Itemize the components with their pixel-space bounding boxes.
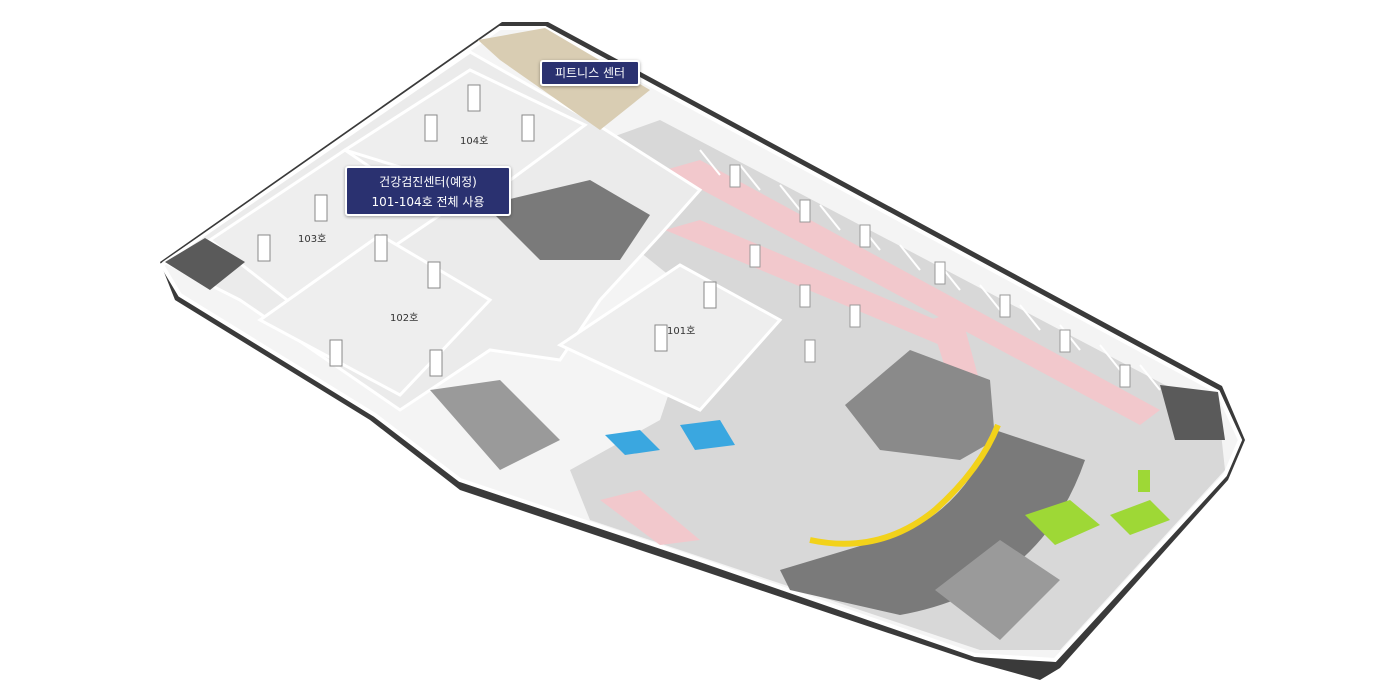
room-label-101: 101호 (667, 326, 696, 337)
core-block (430, 380, 560, 470)
fitness-center-label: 피트니스 센터 (554, 66, 626, 80)
health-center-callout: 건강검진센터(예정) 101-104호 전체 사용 (345, 166, 511, 216)
accessible-parking (680, 420, 735, 450)
ev-charging-parking (1110, 500, 1170, 535)
ev-charging-parking (1025, 500, 1100, 545)
room-label-103: 103호 (298, 234, 327, 245)
service-block (1160, 385, 1225, 440)
ramp-edge-line (809, 423, 1001, 547)
office-columns (257, 84, 717, 377)
parking-lane (600, 490, 700, 545)
fitness-center-callout: 피트니스 센터 (540, 60, 640, 86)
stair-block (165, 238, 245, 290)
room-label-102: 102호 (390, 313, 419, 324)
room-101-floor (556, 263, 783, 412)
parking-pillars (729, 164, 1131, 388)
core-block (485, 180, 650, 260)
health-center-label: 건강검진센터(예정) (379, 175, 477, 189)
core-block (845, 350, 995, 460)
health-center-sublabel: 101-104호 전체 사용 (371, 195, 485, 209)
accessible-parking (605, 430, 660, 455)
parking-lane (665, 160, 1160, 425)
room-label-104: 104호 (460, 136, 489, 147)
ev-charger (1138, 470, 1150, 492)
parking-lane (665, 220, 960, 345)
service-block (935, 540, 1060, 640)
